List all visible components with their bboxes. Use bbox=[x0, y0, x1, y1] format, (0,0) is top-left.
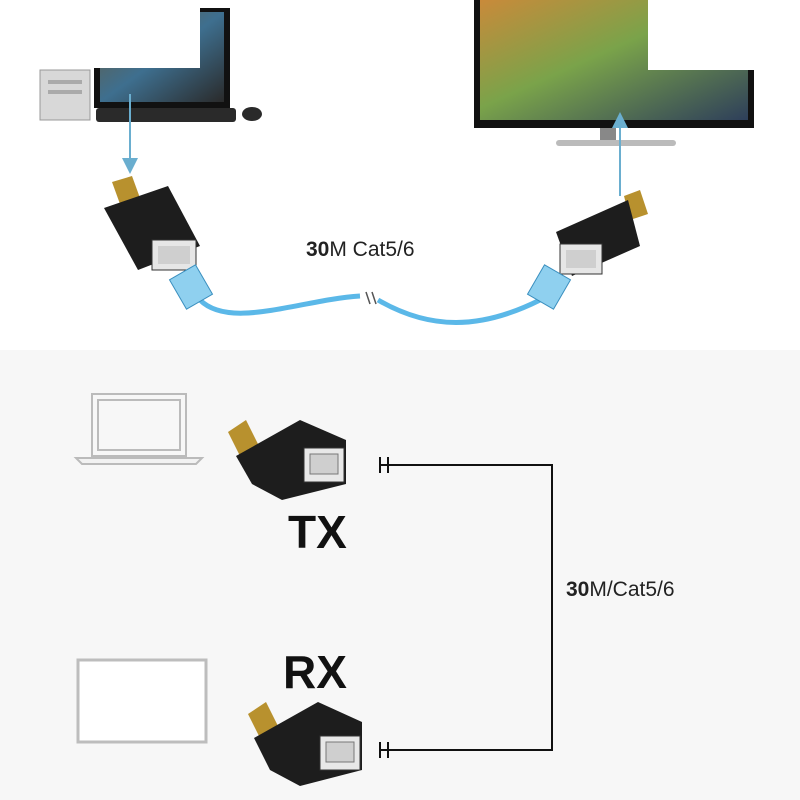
hdmi-adapter-icon bbox=[104, 176, 200, 271]
tx-label: TX bbox=[288, 506, 347, 558]
pc-monitor-icon bbox=[94, 0, 230, 108]
tx-adapter bbox=[228, 420, 346, 500]
side-cable-length-unit: M/Cat5/6 bbox=[589, 578, 675, 601]
rj45-plug-icon bbox=[526, 264, 572, 310]
tv-icon bbox=[474, 0, 754, 146]
rx-adapter bbox=[248, 702, 362, 786]
keyboard-icon bbox=[96, 108, 236, 122]
wire-end-icon bbox=[379, 457, 390, 473]
cat-cable bbox=[198, 293, 542, 325]
side-cable-length-label: 30M/Cat5/6 bbox=[566, 578, 675, 602]
hdmi-adapter-icon bbox=[556, 190, 648, 276]
wire-end-icon bbox=[379, 742, 390, 758]
pc-tower-icon bbox=[39, 69, 91, 121]
rj45-plug-icon bbox=[168, 264, 214, 310]
mouse-icon bbox=[242, 107, 262, 121]
top-cable-length-unit: M Cat5/6 bbox=[329, 238, 415, 261]
top-cable-length-number: 30 bbox=[306, 238, 330, 261]
top-cable-length-label: 30M Cat5/6 bbox=[306, 238, 415, 262]
rx-label: RX bbox=[283, 646, 347, 698]
side-cable-length-number: 30 bbox=[566, 578, 590, 601]
schematic-wire bbox=[390, 464, 553, 751]
laptop-icon bbox=[73, 393, 205, 465]
display-icon bbox=[76, 658, 208, 744]
